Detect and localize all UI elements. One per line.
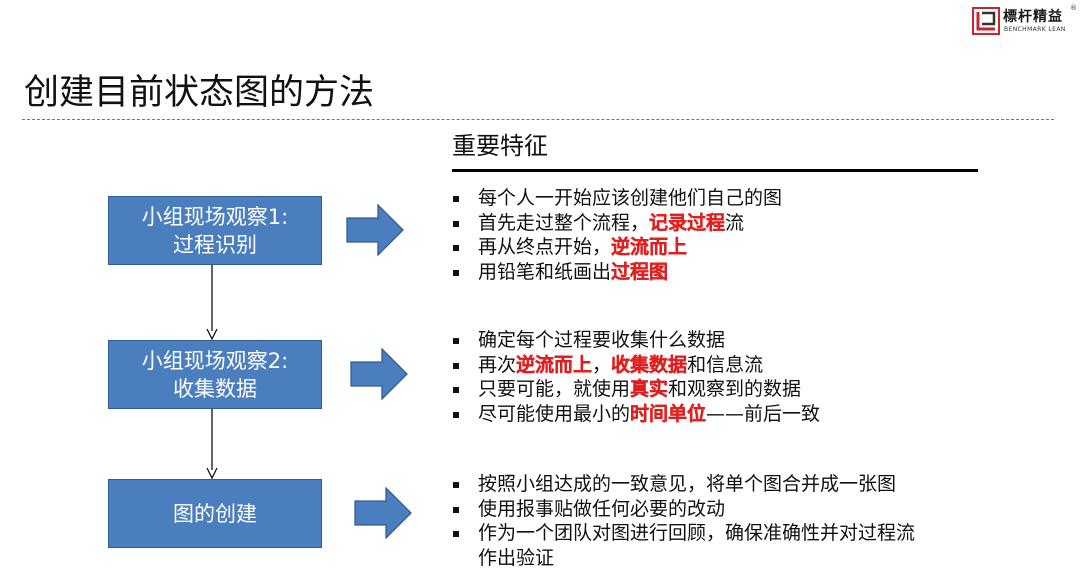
list-item: 只要可能，就使用真实和观察到的数据 xyxy=(452,377,820,402)
highlight-text: 时间单位 xyxy=(630,402,707,425)
bullet-list-map-creation: 按照小组达成的一致意见，将单个图合并成一张图 使用报事贴做任何必要的改动 作为一… xyxy=(452,472,915,570)
list-item: 确定每个过程要收集什么数据 xyxy=(452,328,820,353)
list-item: 首先走过整个流程，记录过程流 xyxy=(452,211,782,236)
logo-name: 標杆精益 xyxy=(1003,9,1063,25)
highlight-text: 逆流而上 xyxy=(516,353,593,376)
highlight-text: 记录过程 xyxy=(649,211,726,234)
list-item: 使用报事贴做任何必要的改动 xyxy=(452,497,915,522)
list-item: 再次逆流而上，收集数据和信息流 xyxy=(452,353,820,378)
step-label-line1: 小组现场观察1: xyxy=(141,204,289,229)
right-block-arrow-icon xyxy=(350,348,408,400)
highlight-text: 真实 xyxy=(630,378,669,400)
bullet-icon xyxy=(453,338,459,344)
step-box-collect-data: 小组现场观察2: 收集数据 xyxy=(108,340,322,409)
highlight-text: 逆流而上 xyxy=(611,236,688,258)
bullet-icon xyxy=(453,531,459,537)
section-title: 重要特征 xyxy=(452,132,548,160)
right-block-arrow-icon xyxy=(354,487,412,539)
list-item: 尽可能使用最小的时间单位——前后一致 xyxy=(452,402,820,427)
page-title: 创建目前状态图的方法 xyxy=(24,73,375,113)
bullet-icon xyxy=(453,506,459,513)
step-label-line1: 小组现场观察2: xyxy=(141,348,289,373)
bullet-icon xyxy=(453,220,459,227)
step-label-line1: 图的创建 xyxy=(173,501,257,526)
bullet-icon xyxy=(453,482,459,488)
bullet-icon xyxy=(453,387,459,393)
bullet-icon xyxy=(453,362,459,369)
bullet-icon xyxy=(453,245,459,251)
title-divider xyxy=(22,119,1054,120)
step-box-create-map: 图的创建 xyxy=(108,479,322,548)
step-box-observe-process: 小组现场观察1: 过程识别 xyxy=(108,196,322,265)
bullet-icon xyxy=(453,196,459,202)
company-logo: 標杆精益 ® BENCHMARK LEAN xyxy=(972,4,1077,38)
step-label-line2: 收集数据 xyxy=(173,376,257,401)
bullet-icon xyxy=(453,411,459,418)
down-arrow-icon xyxy=(206,409,218,479)
highlight-text: 过程图 xyxy=(611,260,669,283)
list-item: 每个人一开始应该创建他们自己的图 xyxy=(452,186,782,211)
bullet-list-process-identification: 每个人一开始应该创建他们自己的图 首先走过整个流程，记录过程流 再从终点开始，逆… xyxy=(452,186,782,284)
bullet-icon xyxy=(453,269,459,276)
logo-mark-icon xyxy=(972,7,1000,35)
highlight-text: 收集数据 xyxy=(611,353,688,376)
list-item: 用铅笔和纸画出过程图 xyxy=(452,260,782,285)
list-item-continuation: 作出验证 xyxy=(478,546,555,569)
section-divider xyxy=(452,169,978,172)
list-item: 再从终点开始，逆流而上 xyxy=(452,235,782,260)
bullet-list-data-collection: 确定每个过程要收集什么数据 再次逆流而上，收集数据和信息流 只要可能，就使用真实… xyxy=(452,328,820,426)
list-item: 作为一个团队对图进行回顾，确保准确性并对过程流 xyxy=(452,521,915,546)
right-block-arrow-icon xyxy=(346,204,404,256)
list-item: 按照小组达成的一致意见，将单个图合并成一张图 xyxy=(452,472,915,497)
logo-registered-mark: ® xyxy=(1070,4,1077,12)
logo-subtitle: BENCHMARK LEAN xyxy=(1004,26,1066,33)
down-arrow-icon xyxy=(206,265,218,340)
step-label-line2: 过程识别 xyxy=(173,232,257,257)
